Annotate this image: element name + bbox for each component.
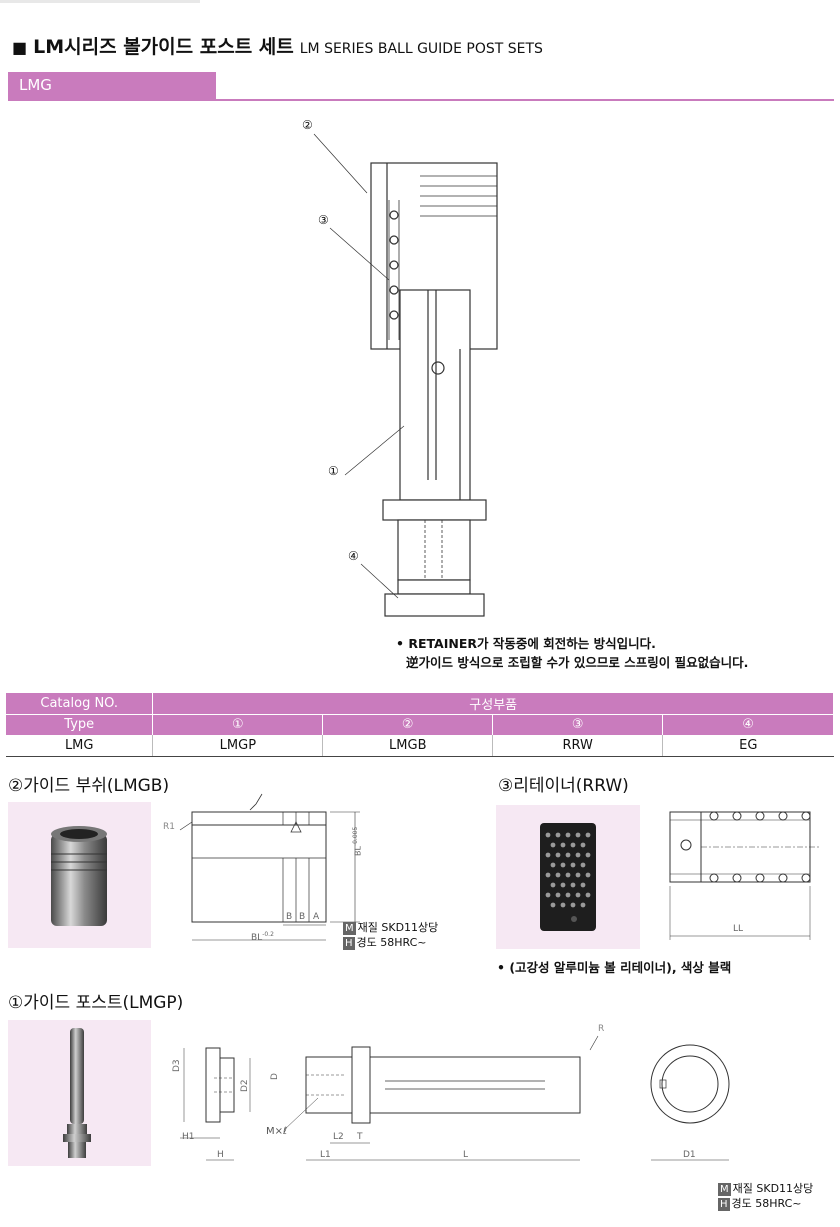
retainer-title: ③리테이너(RRW) (498, 776, 629, 796)
label-d1: D1 (683, 1150, 696, 1160)
note-line-2: 逆가이드 방식으로 조립할 수가 있으므로 스프링이 필요없습니다. (406, 655, 749, 670)
label-r: R (598, 1024, 605, 1034)
label-h1: H1 (182, 1132, 195, 1142)
label-b-1: B (286, 912, 293, 922)
catalog-label: Catalog NO. (6, 693, 154, 715)
callout-2: ② (302, 118, 313, 132)
square-bullet-icon: ■ (12, 38, 28, 57)
retainer-drawing (669, 811, 820, 940)
part-number-1: ① (152, 714, 324, 735)
guide-bush-photo (8, 802, 151, 948)
hardness-badge: H (718, 1198, 730, 1211)
table-subheader-row: Type ① ② ③ ④ (6, 714, 834, 735)
label-a: A (313, 912, 320, 922)
guide-bush-drawing (179, 793, 360, 941)
guide-bush-title: ②가이드 부쉬(LMGB) (8, 776, 170, 796)
post-image (63, 1028, 91, 1158)
retainer-image (540, 823, 596, 931)
part-number-2: ② (322, 714, 494, 735)
retainer-photo (496, 805, 640, 949)
table-header-row: Catalog NO. 구성부품 (6, 693, 834, 715)
label-d: D (270, 1073, 280, 1080)
bush-image (51, 826, 107, 926)
cell-post: LMGP (152, 735, 324, 757)
label-l: L (463, 1150, 469, 1160)
callout-3: ③ (318, 213, 329, 227)
retainer-note: • (고강성 알루미늄 볼 리테이너), 색상 블랙 (497, 960, 732, 975)
label-b-2: B (299, 912, 306, 922)
label-l1: L1 (320, 1150, 331, 1160)
tab-underline (8, 99, 834, 101)
top-rule (0, 0, 200, 3)
title-korean: LM시리즈 볼가이드 포스트 세트 (33, 36, 294, 58)
table-row: LMG LMGP LMGB RRW EG (6, 735, 834, 757)
catalog-table: Catalog NO. 구성부품 Type ① ② ③ ④ LMG LMGP L… (6, 693, 834, 757)
label-ll: LL (733, 924, 744, 934)
note-line-1: • RETAINER가 작동중에 회전하는 방식입니다. (396, 636, 656, 651)
components-label: 구성부품 (152, 693, 834, 715)
callout-4: ④ (348, 549, 359, 563)
material-badge: M (718, 1183, 731, 1196)
label-h: H (217, 1150, 224, 1160)
label-r1: R1 (163, 822, 175, 832)
label-bl-bottom: BL-0.2 (251, 931, 274, 943)
label-mxl: M×ℓ (266, 1126, 288, 1137)
tab-lmg[interactable]: LMG (8, 72, 216, 100)
type-label: Type (6, 714, 154, 735)
part-number-4: ④ (662, 714, 834, 735)
label-d3: D3 (172, 1059, 182, 1072)
material-badge: M (343, 922, 356, 935)
cell-end: EG (662, 735, 834, 757)
page-title: ■ LM시리즈 볼가이드 포스트 세트 LM SERIES BALL GUIDE P… (12, 32, 543, 59)
cell-type: LMG (6, 735, 154, 757)
part-number-3: ③ (492, 714, 664, 735)
title-english: LM SERIES BALL GUIDE POST SETS (299, 41, 543, 57)
callout-1: ① (328, 464, 339, 478)
guide-post-title: ①가이드 포스트(LMGP) (8, 993, 184, 1013)
label-bl-right: BL-0.005 (352, 826, 363, 856)
label-t: T (357, 1132, 363, 1142)
label-l2: L2 (333, 1132, 344, 1142)
hardness-badge: H (343, 937, 355, 950)
assembly-drawing (313, 133, 498, 617)
guide-post-drawing (180, 1035, 730, 1161)
label-d2: D2 (240, 1079, 250, 1092)
guide-post-photo (8, 1020, 151, 1166)
cell-bush: LMGB (322, 735, 494, 757)
cell-retainer: RRW (492, 735, 664, 757)
